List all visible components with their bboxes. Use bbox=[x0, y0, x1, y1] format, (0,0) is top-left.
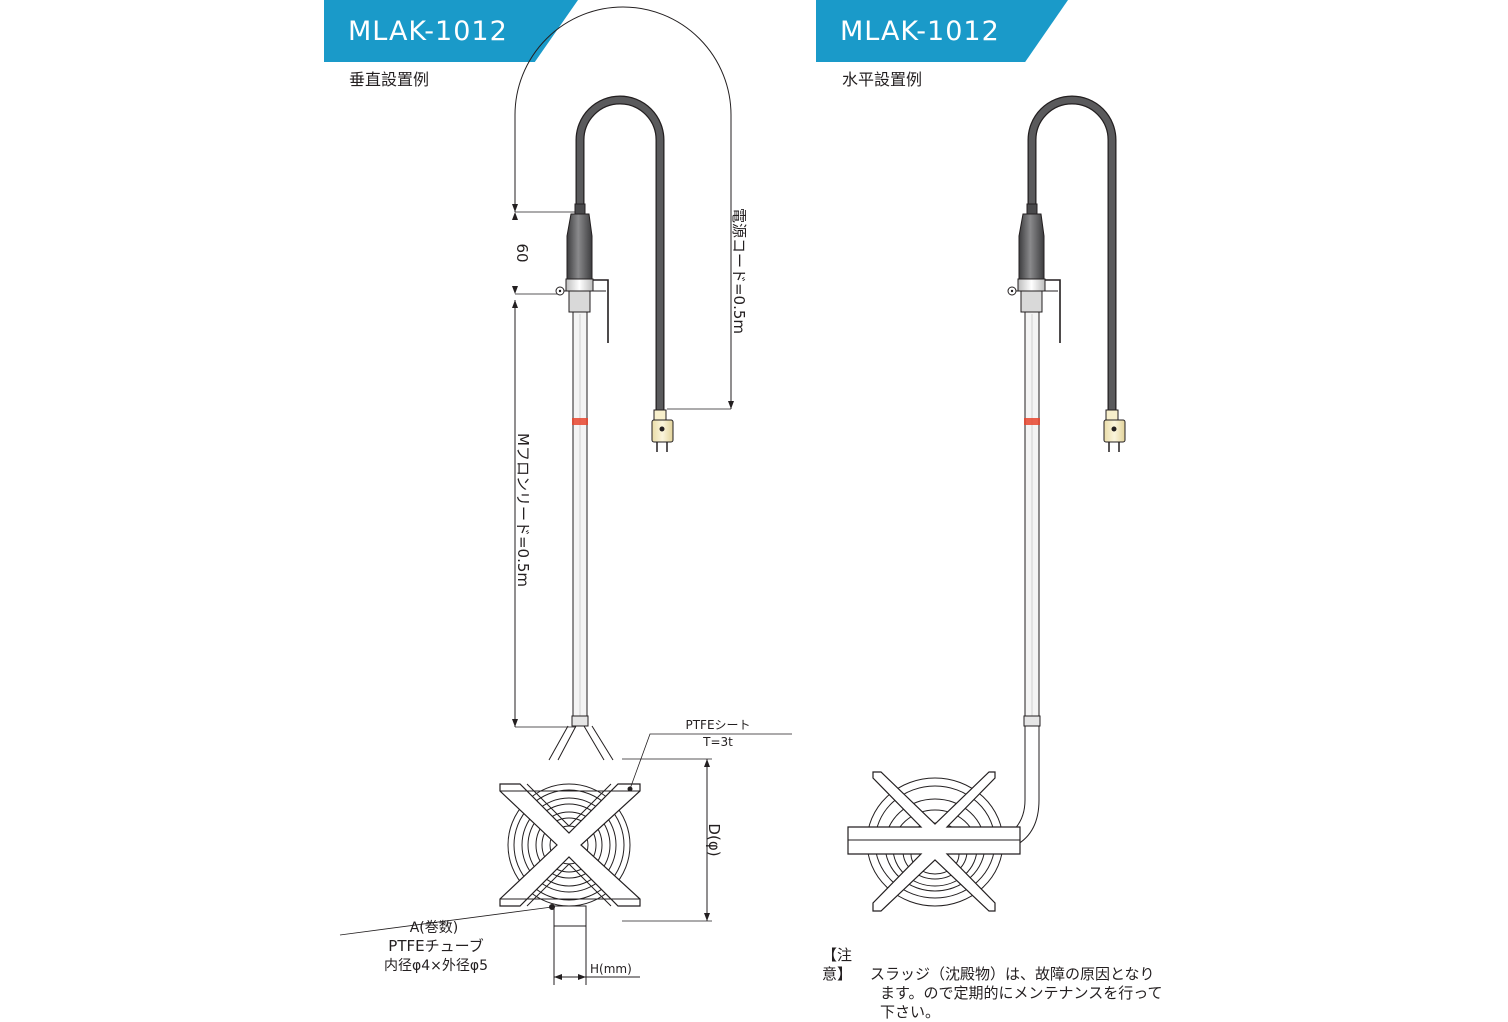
power-cord-dimension-line bbox=[514, 6, 732, 409]
tube-size-label: 内径φ4×外径φ5 bbox=[384, 958, 488, 974]
heater-head bbox=[555, 203, 609, 343]
diameter-label: D(φ) bbox=[705, 823, 723, 856]
boundary-marker bbox=[572, 418, 588, 425]
model-name: MLAK-1012 bbox=[840, 15, 1000, 47]
heater-head bbox=[1007, 203, 1061, 343]
boundary-marker bbox=[1024, 418, 1040, 425]
horizontal-install-caption: 水平設置例 bbox=[842, 70, 923, 89]
model-name: MLAK-1012 bbox=[348, 15, 508, 47]
coil-assembly bbox=[499, 725, 641, 985]
tube-label: PTFEチューブ bbox=[388, 937, 483, 955]
power-plug bbox=[1103, 409, 1126, 452]
coil-assembly bbox=[847, 726, 1040, 912]
vertical-heater: 60 電源コード=0.5m Mフロンリード=0.5m PTFEシート T=3t … bbox=[339, 6, 792, 985]
ptfe-sheet-label: PTFEシート bbox=[685, 718, 750, 732]
vertical-install-caption: 垂直設置例 bbox=[349, 70, 430, 89]
model-title-vertical: MLAK-1012 bbox=[324, 0, 578, 62]
dim-60-label: 60 bbox=[513, 243, 531, 262]
horizontal-heater bbox=[847, 95, 1126, 912]
model-title-horizontal: MLAK-1012 bbox=[816, 0, 1068, 62]
power-cord-length-label: 電源コード=0.5m bbox=[730, 208, 748, 334]
caution-line-2: ます。ので定期的にメンテナンスを行って bbox=[880, 984, 1163, 1002]
ptfe-sheet-thickness-label: T=3t bbox=[702, 735, 733, 749]
power-plug bbox=[651, 409, 674, 452]
lead-length-label: Mフロンリード=0.5m bbox=[514, 433, 532, 587]
caution-label: 【注意】 bbox=[822, 946, 853, 983]
caution-line-1: スラッジ（沈殿物）は、故障の原因となり bbox=[870, 965, 1155, 983]
caution-line-3: 下さい。 bbox=[880, 1003, 941, 1021]
turns-label: A(巻数) bbox=[410, 920, 459, 936]
caution-note: 【注意】スラッジ（沈殿物）は、故障の原因となり ます。ので定期的にメンテナンスを… bbox=[822, 946, 1202, 1022]
height-label: H(mm) bbox=[590, 962, 632, 976]
